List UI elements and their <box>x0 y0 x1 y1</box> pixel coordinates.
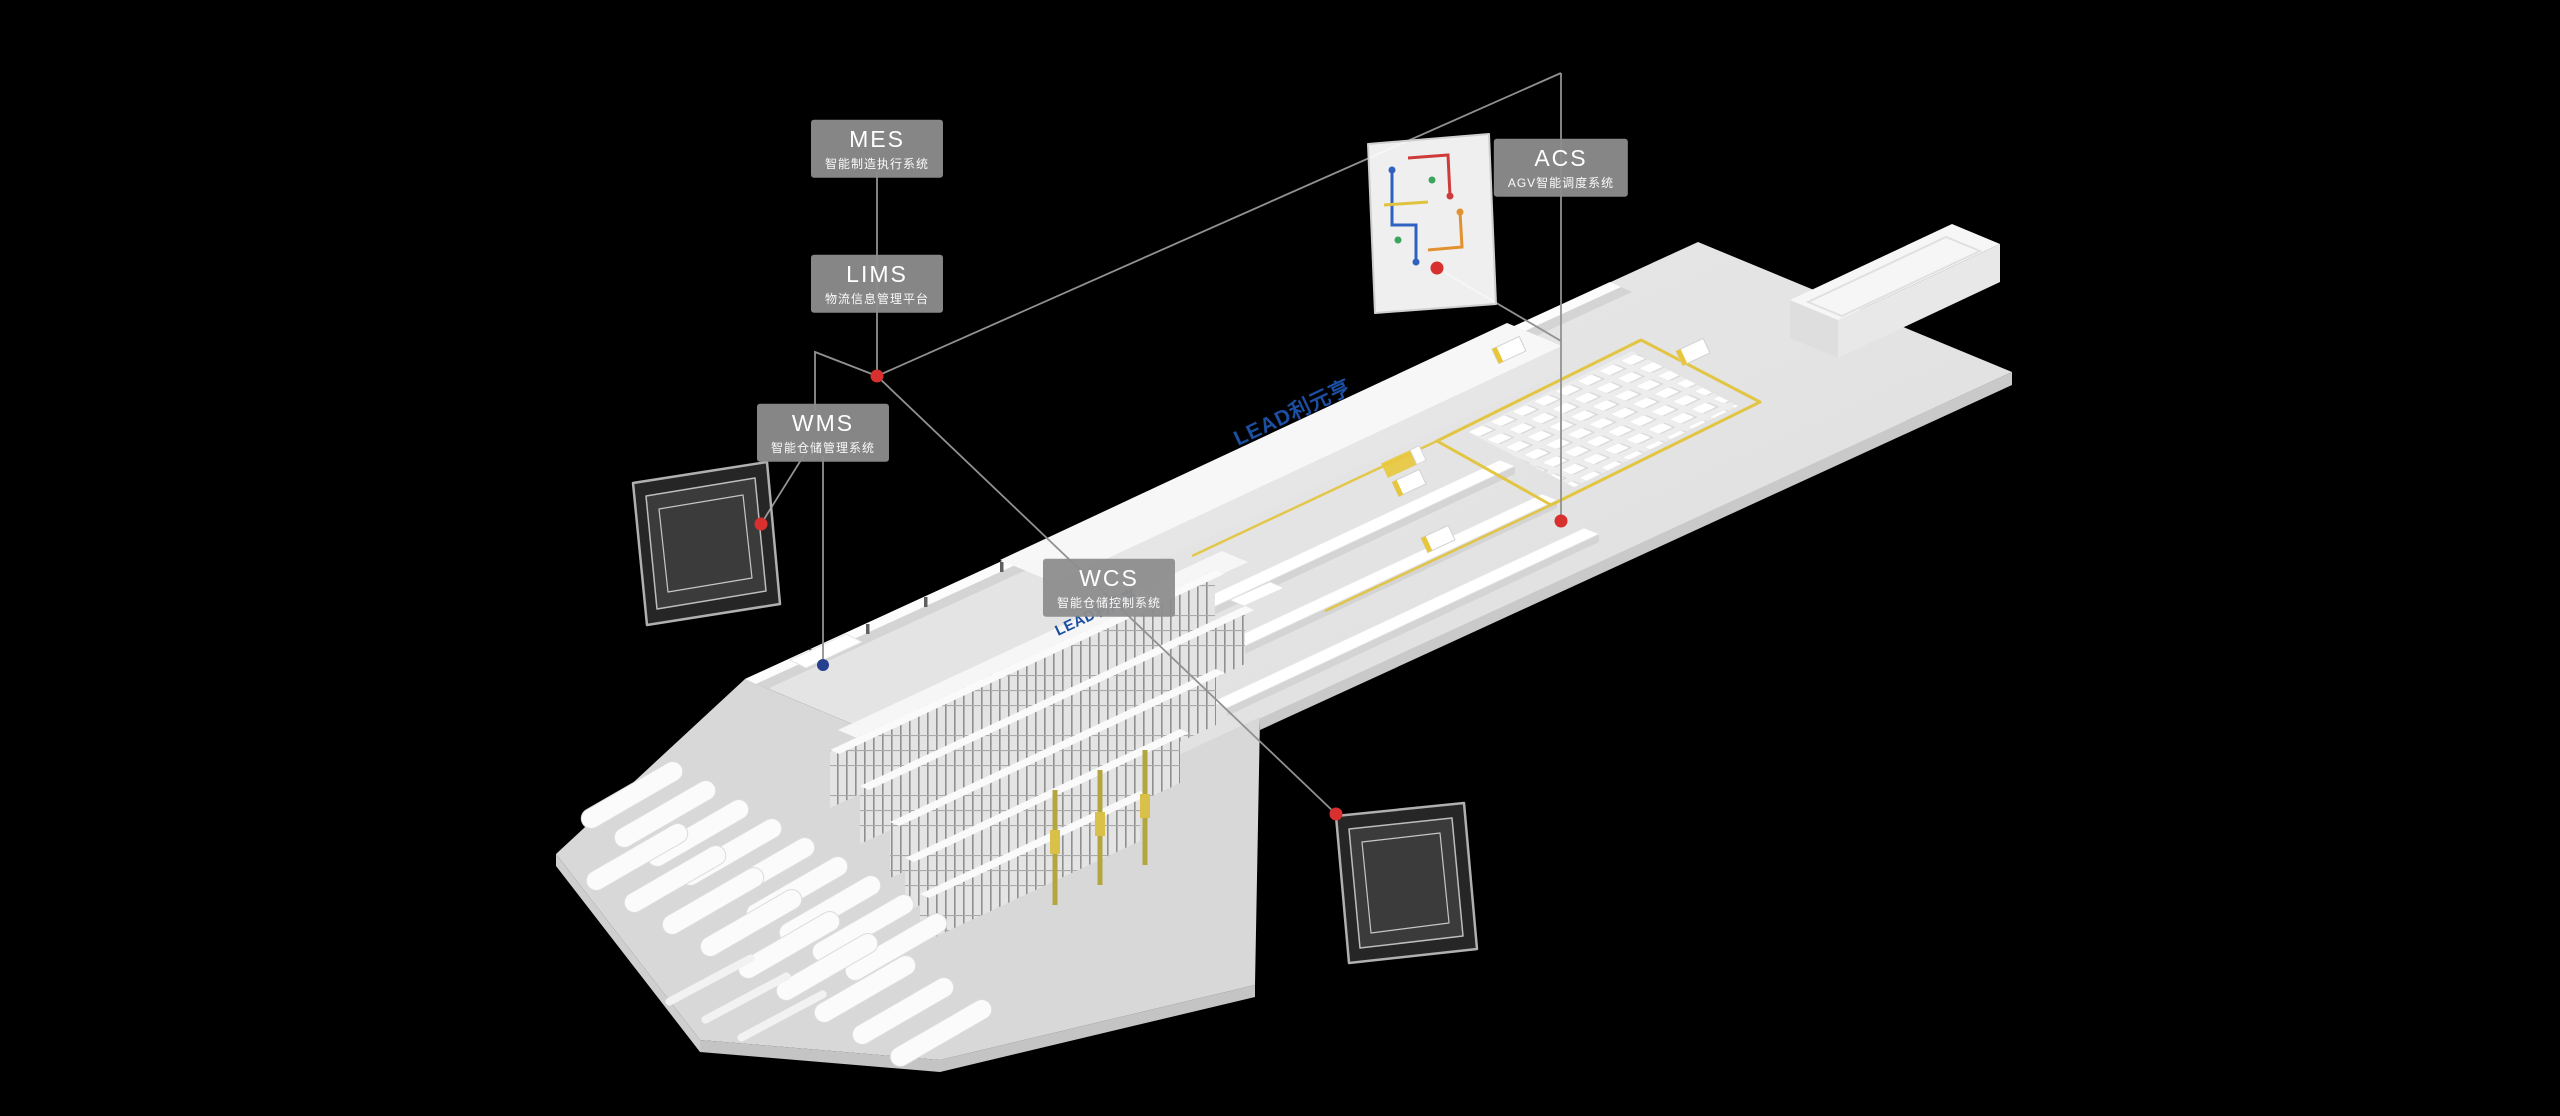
system-label-lims: LIMS 物流信息管理平台 <box>810 254 944 314</box>
agv-yard <box>1381 335 1711 554</box>
system-subtitle: AGV智能调度系统 <box>1507 176 1615 191</box>
system-label-wms: WMS 智能仓储管理系统 <box>756 403 890 463</box>
system-label-wcs: WCS 智能仓储控制系统 <box>1042 558 1176 618</box>
connection-nodes <box>754 261 1568 821</box>
agv-cart <box>1675 337 1711 367</box>
agv-route-screen <box>1367 133 1497 314</box>
system-title: MES <box>849 125 905 152</box>
raised-platform <box>1790 224 2000 358</box>
agv-cart <box>1491 335 1527 365</box>
system-subtitle: 智能制造执行系统 <box>824 157 930 172</box>
system-title: LIMS <box>846 260 908 287</box>
red-node <box>1554 514 1568 528</box>
charging-station <box>1381 445 1427 479</box>
material-rolls <box>580 761 993 1067</box>
wms-monitor <box>631 460 782 627</box>
agv-cart <box>1391 468 1427 498</box>
dock-area <box>665 954 827 1042</box>
system-title: ACS <box>1534 144 1588 171</box>
system-title: WCS <box>1079 564 1139 591</box>
system-subtitle: 智能仓储管理系统 <box>770 441 876 456</box>
system-subtitle: 物流信息管理平台 <box>824 292 930 307</box>
system-label-acs: ACS AGV智能调度系统 <box>1493 138 1629 198</box>
system-title: WMS <box>791 409 855 436</box>
blue-node <box>817 659 829 671</box>
system-subtitle: 智能仓储控制系统 <box>1056 596 1162 611</box>
stacker-cranes <box>1050 750 1150 905</box>
red-node <box>870 369 884 383</box>
red-node <box>1430 261 1444 275</box>
dashboard-monitor <box>1334 801 1479 965</box>
asrs-racking: LEAD利元亨 <box>830 551 1254 944</box>
system-label-mes: MES 智能制造执行系统 <box>810 119 944 179</box>
red-node <box>1329 807 1343 821</box>
red-node <box>754 517 768 531</box>
agv-cart <box>1420 524 1456 554</box>
